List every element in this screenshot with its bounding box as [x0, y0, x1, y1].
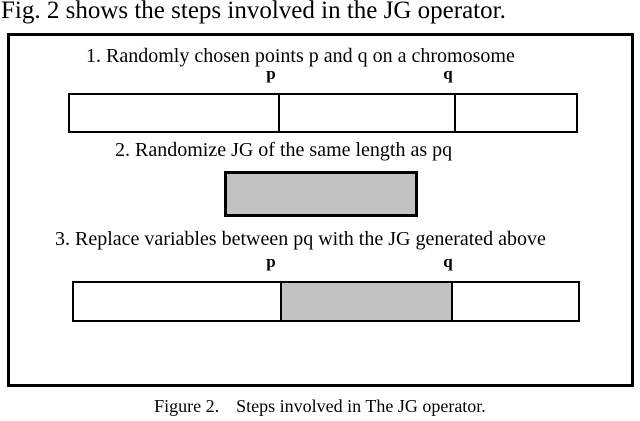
point-p-marker-step3: p — [266, 252, 276, 271]
point-p-marker-step1: p — [266, 64, 276, 83]
figure-box: 1. Randomly chosen points p and q on a c… — [7, 33, 634, 387]
figure-caption: Figure 2. Steps involved in The JG operat… — [0, 395, 640, 417]
replaced-jg-segment — [280, 283, 453, 320]
step3-label: 3. Replace variables between pq with the… — [55, 228, 546, 250]
step2-label: 2. Randomize JG of the same length as pq — [115, 139, 453, 161]
step1-label: 1. Randomly chosen points p and q on a c… — [86, 45, 515, 67]
jg-segment-box — [224, 171, 418, 217]
point-q-marker-step1: q — [443, 64, 453, 83]
crossover-point-p-line — [278, 95, 280, 131]
point-q-marker-step3: q — [443, 252, 453, 271]
chromosome-bar-step3 — [72, 281, 580, 322]
crossover-point-q-line — [454, 95, 456, 131]
chromosome-bar-step1 — [68, 93, 578, 133]
figure-caption-text: Steps involved in The JG operator. — [236, 396, 486, 416]
figure-caption-label: Figure 2. — [154, 396, 220, 416]
intro-text: Fig. 2 shows the steps involved in the J… — [1, 0, 506, 24]
